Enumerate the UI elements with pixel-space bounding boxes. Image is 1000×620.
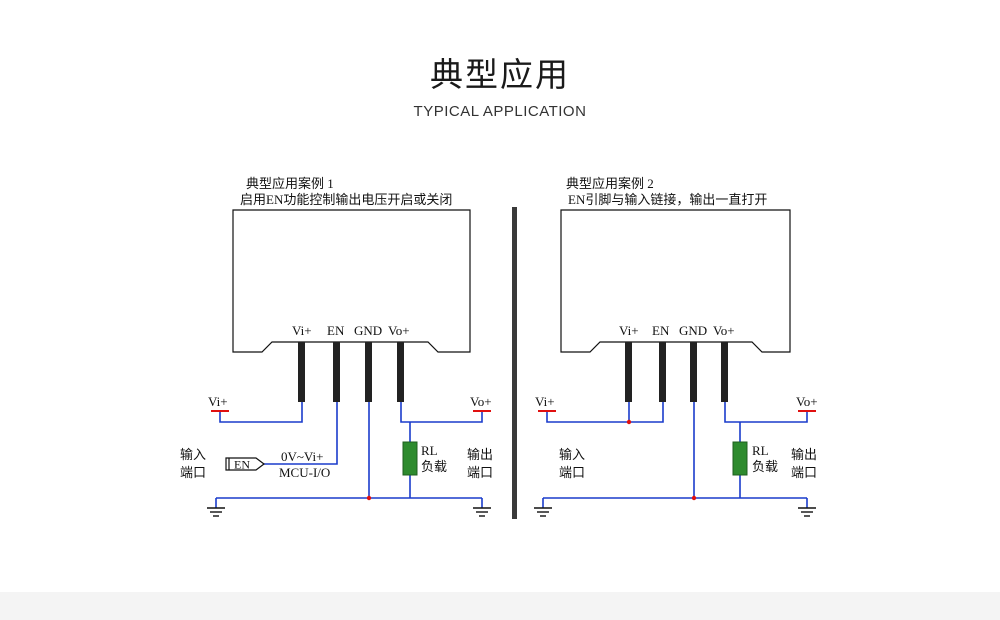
case-1-module-body	[232, 209, 471, 353]
case-1-pin-label-vi: Vi+	[292, 323, 312, 338]
case-1-vin-label: Vi+	[208, 394, 228, 409]
case-1-input-port-line1: 输入	[180, 447, 206, 462]
case-1-load-label-text: 负载	[421, 459, 447, 474]
case-2-pin-label-vo: Vo+	[713, 323, 735, 338]
case-1-ground-icon-left	[207, 507, 225, 517]
case-divider	[512, 207, 517, 519]
case-2-wire-vout	[724, 402, 808, 423]
case-1-en-tag	[225, 457, 265, 471]
case-2-wire-en-link	[629, 402, 664, 423]
case-2-output-port-line2: 端口	[791, 465, 817, 480]
case-2-output-port-line1: 输出	[791, 447, 817, 462]
case-2-input-port-line2: 端口	[559, 465, 585, 480]
case-1-pin-label-en: EN	[327, 323, 345, 338]
case-2-pin-label-en: EN	[652, 323, 670, 338]
case-1-output-port-line1: 输出	[467, 447, 493, 462]
case-1-en-tag-label: EN	[234, 458, 250, 472]
case-1-pin-label-gnd: GND	[354, 323, 382, 338]
case-1-title: 典型应用案例 1	[246, 176, 334, 191]
case-1-load-resistor	[402, 441, 418, 476]
case-2-pin-label-gnd: GND	[679, 323, 707, 338]
case-2-ground-icon-right	[798, 507, 816, 517]
footer-band	[0, 592, 1000, 620]
case-1-wire-vout	[400, 402, 483, 423]
case-2-load-label-text: 负载	[752, 459, 778, 474]
page-subtitle: TYPICAL APPLICATION	[413, 103, 587, 120]
case-2-circuit: 典型应用案例 2 EN引脚与输入链接，输出一直打开 Vi+ EN GND Vo+…	[534, 176, 818, 517]
case-2-pin-gnd	[690, 342, 697, 402]
case-2-pin-vi	[625, 342, 632, 402]
case-2-ground-icon-left	[534, 507, 552, 517]
case-2-vout-label: Vo+	[796, 394, 818, 409]
case-1-output-port-line2: 端口	[467, 465, 493, 480]
case-1-pin-label-vo: Vo+	[388, 323, 410, 338]
case-2-module-body	[560, 209, 791, 353]
case-1-description: 启用EN功能控制输出电压开启或关闭	[240, 192, 452, 207]
case-1-pin-vi	[298, 342, 305, 402]
case-1-en-range: 0V~Vi+	[281, 449, 323, 464]
case-1-wire-vin	[219, 402, 303, 423]
case-1-pin-en	[333, 342, 340, 402]
case-2-input-port-line1: 输入	[559, 447, 585, 462]
case-2-description: EN引脚与输入链接，输出一直打开	[568, 192, 767, 207]
case-1-vout-label: Vo+	[470, 394, 492, 409]
page-title: 典型应用	[430, 55, 570, 94]
case-1-ground-icon-right	[473, 507, 491, 517]
case-1-en-source: MCU-I/O	[279, 465, 330, 480]
case-2-load-resistor	[732, 441, 748, 476]
case-2-pin-vo	[721, 342, 728, 402]
case-1-junction-dot	[366, 495, 372, 501]
case-2-pin-label-vi: Vi+	[619, 323, 639, 338]
case-1-wire-en	[264, 402, 338, 465]
case-1-input-port-line2: 端口	[180, 465, 206, 480]
case-2-title: 典型应用案例 2	[566, 176, 654, 191]
case-2-junction-dot-ground	[691, 495, 697, 501]
case-2-wire-vin	[546, 402, 630, 423]
case-2-vin-label: Vi+	[535, 394, 555, 409]
typical-application-diagram: 典型应用案例 1 启用EN功能控制输出电压开启或关闭 Vi+ EN GND Vo…	[180, 176, 818, 519]
case-1-pin-gnd	[365, 342, 372, 402]
case-2-junction-dot-input	[626, 419, 632, 425]
case-2-pin-en	[659, 342, 666, 402]
case-1-pin-vo	[397, 342, 404, 402]
case-2-load-label-rl: RL	[752, 443, 769, 458]
case-1-load-label-rl: RL	[421, 443, 438, 458]
case-1-circuit: 典型应用案例 1 启用EN功能控制输出电压开启或关闭 Vi+ EN GND Vo…	[180, 176, 493, 517]
